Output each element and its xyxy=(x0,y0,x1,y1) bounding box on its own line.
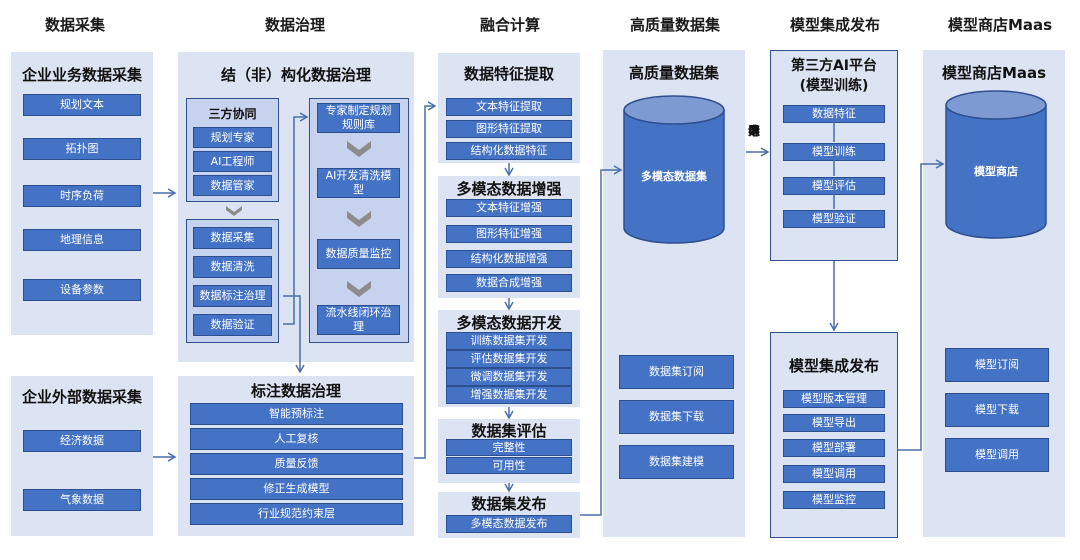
develop-item[interactable]: 增强数据集开发 xyxy=(446,386,572,404)
labeling-item[interactable]: 行业规范约束层 xyxy=(190,503,403,525)
column-title-dataset: 高质量数据集 xyxy=(629,16,720,34)
labeling-item[interactable]: 人工复核 xyxy=(190,428,403,450)
feature-extraction-panel: 数据特征提取 文本特征提取 图形特征提取 结构化数据特征 xyxy=(438,53,580,163)
dataset-panel: 高质量数据集 多模态数据集 数据集订阅 数据集下载 数据集建模 xyxy=(603,50,745,537)
platform-item[interactable]: 模型评估 xyxy=(783,177,885,195)
collab-item[interactable]: AI工程师 xyxy=(193,151,272,172)
development-title: 多模态数据开发 xyxy=(456,314,562,332)
column-title-governance: 数据治理 xyxy=(264,16,325,34)
augment-item[interactable]: 图形特征增强 xyxy=(446,225,572,243)
dataset-cylinder-label: 多模态数据集 xyxy=(641,170,707,183)
collab-item[interactable]: 规划专家 xyxy=(193,127,272,148)
collab-item[interactable]: 数据管家 xyxy=(193,175,272,196)
labeling-governance-panel: 标注数据治理 智能预标注 人工复核 质量反馈 修正生成模型 行业规范约束层 xyxy=(178,376,414,536)
release-item[interactable]: 模型导出 xyxy=(783,414,885,432)
dataset-item[interactable]: 数据集订阅 xyxy=(619,355,734,389)
model-release-title: 模型集成发布 xyxy=(788,357,879,375)
develop-item[interactable]: 训练数据集开发 xyxy=(446,332,572,350)
labeling-item[interactable]: 智能预标注 xyxy=(190,403,403,425)
ai-platform-title-line2: (模型训练) xyxy=(799,78,869,94)
governance-flow-step[interactable]: 专家制定规划规则库 xyxy=(317,103,400,133)
governance-step[interactable]: 数据采集 xyxy=(193,227,272,249)
evaluate-item[interactable]: 可用性 xyxy=(446,457,572,474)
governance-flow-step[interactable]: 流水线闭环治理 xyxy=(317,305,400,335)
release-item[interactable]: 模型部署 xyxy=(783,439,885,457)
platform-item[interactable]: 数据特征 xyxy=(783,105,885,123)
internal-collection-panel: 企业业务数据采集 规划文本 拓扑图 时序负荷 地理信息 设备参数 xyxy=(11,52,153,335)
internal-collection-title: 企业业务数据采集 xyxy=(21,66,142,84)
platform-item[interactable]: 模型训练 xyxy=(783,143,885,161)
labeling-item[interactable]: 修正生成模型 xyxy=(190,478,403,500)
external-collection-panel: 企业外部数据采集 经济数据 气象数据 xyxy=(11,376,153,536)
structured-governance-title: 结（非）构化数据治理 xyxy=(220,66,371,84)
import-char: 导 xyxy=(747,124,760,138)
evaluate-item[interactable]: 完整性 xyxy=(446,439,572,456)
ai-platform-panel: 第三方AI平台 (模型训练) 数据特征 模型训练 模型评估 模型验证 xyxy=(770,50,898,261)
publish-item[interactable]: 多模态数据发布 xyxy=(446,515,572,533)
augmentation-title: 多模态数据增强 xyxy=(456,180,562,198)
collab-group: 三方协同 规划专家 AI工程师 数据管家 xyxy=(186,98,279,202)
collection-item[interactable]: 规划文本 xyxy=(23,94,141,116)
augmentation-panel: 多模态数据增强 文本特征增强 图形特征增强 结构化数据增强 数据合成增强 xyxy=(438,176,580,298)
augment-item[interactable]: 文本特征增强 xyxy=(446,199,572,217)
import-char: 入 xyxy=(747,124,760,138)
collection-item[interactable]: 经济数据 xyxy=(23,430,141,452)
development-panel: 多模态数据开发 训练数据集开发 评估数据集开发 微调数据集开发 增强数据集开发 xyxy=(438,310,580,407)
release-item[interactable]: 模型调用 xyxy=(783,465,885,483)
governance-flow-step[interactable]: AI开发清洗模型 xyxy=(317,168,400,198)
structured-governance-panel: 结（非）构化数据治理 三方协同 规划专家 AI工程师 数据管家 数据采集 数据清… xyxy=(178,52,414,362)
develop-item[interactable]: 评估数据集开发 xyxy=(446,350,572,368)
collection-item[interactable]: 设备参数 xyxy=(23,279,141,301)
governance-steps-group: 数据采集 数据清洗 数据标注治理 数据验证 xyxy=(186,219,279,343)
release-item[interactable]: 模型监控 xyxy=(783,491,885,509)
column-title-computing: 融合计算 xyxy=(479,16,540,34)
governance-step[interactable]: 数据清洗 xyxy=(193,256,272,278)
labeling-governance-title: 标注数据治理 xyxy=(250,382,341,400)
publish-panel: 数据集发布 多模态数据发布 xyxy=(438,492,580,538)
dataset-item[interactable]: 数据集下载 xyxy=(619,400,734,434)
collection-item[interactable]: 地理信息 xyxy=(23,229,141,251)
ai-platform-title-line1: 第三方AI平台 xyxy=(790,58,878,74)
model-store-cylinder-label: 模型商店 xyxy=(974,165,1018,178)
model-release-panel: 模型集成发布 模型版本管理 模型导出 模型部署 模型调用 模型监控 xyxy=(770,332,898,538)
augment-item[interactable]: 结构化数据增强 xyxy=(446,250,572,268)
release-item[interactable]: 模型版本管理 xyxy=(783,390,885,408)
governance-step[interactable]: 数据验证 xyxy=(193,314,272,336)
maas-item[interactable]: 模型下载 xyxy=(945,393,1049,427)
publish-title: 数据集发布 xyxy=(471,495,547,513)
maas-item[interactable]: 模型订阅 xyxy=(945,348,1049,382)
platform-item[interactable]: 模型验证 xyxy=(783,210,885,228)
dataset-item[interactable]: 数据集建模 xyxy=(619,445,734,479)
collab-title: 三方协同 xyxy=(208,107,257,121)
arrow-labeling-to-feature xyxy=(414,101,437,459)
collection-item[interactable]: 气象数据 xyxy=(23,489,141,511)
maas-item[interactable]: 模型调用 xyxy=(945,438,1049,472)
model-store-cylinder-icon xyxy=(945,90,1047,239)
governance-flow-step[interactable]: 数据质量监控 xyxy=(317,239,400,269)
collection-item[interactable]: 拓扑图 xyxy=(23,138,141,160)
feature-item[interactable]: 文本特征提取 xyxy=(446,98,572,116)
column-title-collection: 数据采集 xyxy=(44,16,105,34)
collection-item[interactable]: 时序负荷 xyxy=(23,185,141,207)
feature-item[interactable]: 结构化数据特征 xyxy=(446,142,572,160)
import-char: 请 xyxy=(747,124,760,138)
feature-extraction-title: 数据特征提取 xyxy=(463,65,554,83)
governance-flow-group: 专家制定规划规则库 AI开发清洗模型 数据质量监控 流水线闭环治理 xyxy=(309,98,409,343)
labeling-item[interactable]: 质量反馈 xyxy=(190,453,403,475)
external-collection-title: 企业外部数据采集 xyxy=(21,388,142,406)
evaluation-panel: 数据集评估 完整性 可用性 xyxy=(438,419,580,483)
column-title-model-release: 模型集成发布 xyxy=(789,16,880,34)
dataset-title: 高质量数据集 xyxy=(628,64,719,82)
dataset-cylinder-icon xyxy=(623,95,725,244)
column-title-maas: 模型商店Maas xyxy=(947,16,1053,34)
feature-item[interactable]: 图形特征提取 xyxy=(446,120,572,138)
augment-item[interactable]: 数据合成增强 xyxy=(446,274,572,292)
maas-title: 模型商店Maas xyxy=(941,64,1047,82)
governance-step[interactable]: 数据标注治理 xyxy=(193,285,272,307)
evaluation-title: 数据集评估 xyxy=(471,422,547,440)
maas-panel: 模型商店Maas 模型商店 模型订阅 模型下载 模型调用 xyxy=(923,50,1065,537)
import-char: 申 xyxy=(747,124,760,138)
develop-item[interactable]: 微调数据集开发 xyxy=(446,368,572,386)
